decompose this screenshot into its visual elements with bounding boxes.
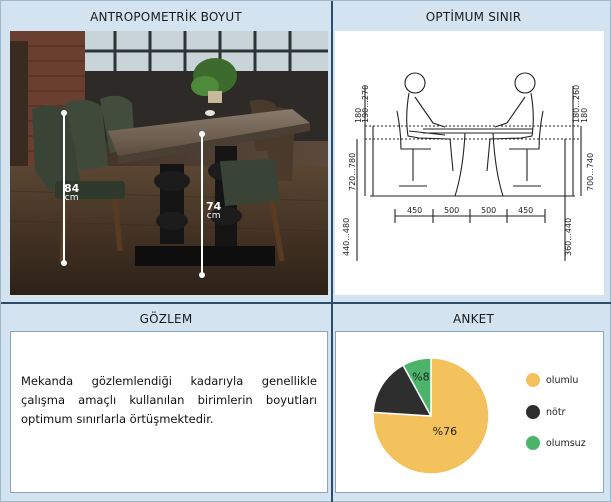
observation-box: Mekanda gözlemlendiği kadarıyla genellik… [10,331,328,493]
dim-180-right: 180 [580,108,589,123]
chair-height-measure-line [61,110,67,266]
dim-180-left: 180 [354,108,363,123]
dim-180-260: 180...260 [572,85,581,123]
restaurant-photo-illustration [10,31,328,295]
ergonomic-dimension-drawing: 190...270 180 720...780 440...480 180...… [342,72,595,261]
dim-700-740: 700...740 [586,153,595,191]
dim-360-440: 360...440 [564,218,573,256]
vertical-divider [331,1,333,502]
dim-w1: 450 [407,206,422,215]
survey-title: ANKET [453,312,494,326]
horizontal-divider [1,302,611,304]
survey-box: %76 %8 olumlu nötr olumsuz [335,331,604,493]
legend-item-olumlu: olumlu [526,373,578,387]
optimum-title: OPTİMUM SINIR [425,10,522,24]
dim-w3: 500 [481,206,496,215]
dim-w2: 500 [444,206,459,215]
pie-label-olumsuz: %8 [412,371,429,384]
chair-height-value: 84 [64,182,80,195]
dim-440-480: 440...480 [342,218,351,256]
dim-190-270: 190...270 [361,85,370,123]
legend-swatch-olumsuz [526,436,540,450]
table-height-unit: cm [206,211,221,221]
legend-label-notr: nötr [546,406,566,418]
legend-label-olumlu: olumlu [546,374,579,386]
survey-pie-chart: %76 %8 [372,357,490,475]
observation-text: Mekanda gözlemlendiği kadarıyla genellik… [21,374,317,426]
legend-item-notr: nötr [526,405,565,419]
pie-slice-olumsuz [402,357,432,417]
dim-w4: 450 [518,206,533,215]
legend-swatch-olumlu [526,373,540,387]
table-height-label: 74 cm [206,201,221,221]
pie-slice-ntr [372,364,433,417]
anthropometric-photo: 84 cm 74 cm [10,31,328,295]
legend-item-olumsuz: olumsuz [526,436,586,450]
table-height-measure-line [199,131,205,278]
optimum-drawing: 190...270 180 720...780 440...480 180...… [335,31,604,295]
legend-swatch-notr [526,405,540,419]
anthropometric-title: ANTROPOMETRİK BOYUT [90,10,242,24]
chair-height-unit: cm [64,193,79,203]
chair-height-label: 84 cm [64,183,79,203]
legend-label-olumsuz: olumsuz [546,437,586,449]
observation-title: GÖZLEM [139,312,193,326]
pie-label-olumlu: %76 [433,425,457,438]
dim-720-780: 720...780 [348,153,357,191]
table-height-value: 74 [206,200,222,213]
